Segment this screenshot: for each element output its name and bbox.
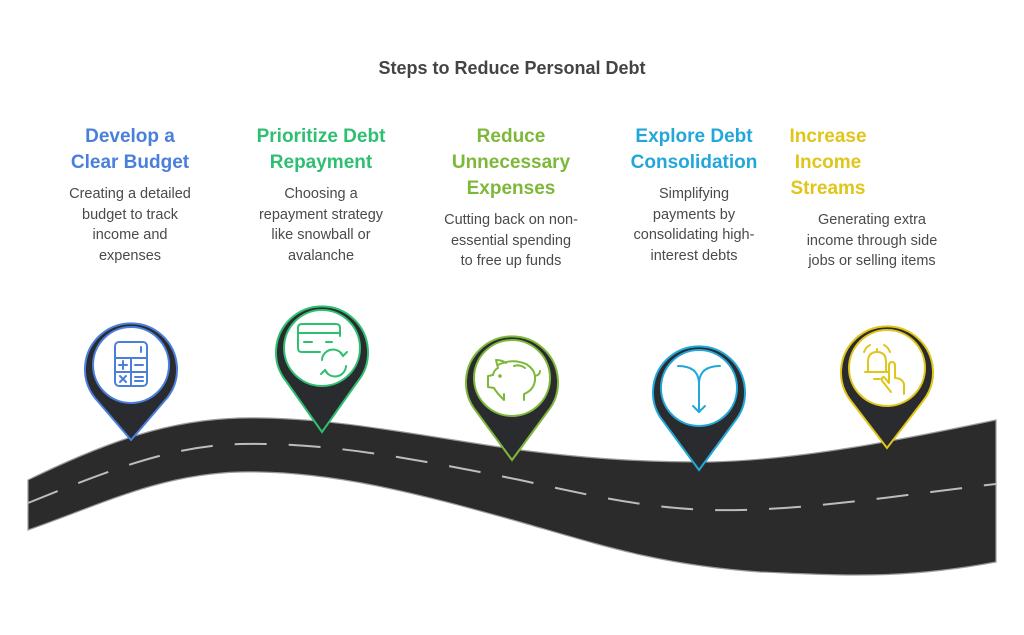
description-line: Simplifying	[658, 186, 730, 202]
step-reduce-expenses: Reduce Unnecessary Expenses Cutting back…	[421, 124, 601, 272]
pin-reduce-expenses	[465, 335, 559, 462]
description-line: jobs or selling items	[808, 253, 936, 269]
road	[27, 417, 997, 576]
description-line: expenses	[98, 247, 162, 264]
step-heading: Reduce Unnecessary Expenses	[421, 124, 601, 202]
heading-line: Reduce	[476, 126, 546, 147]
heading-line: Increase	[789, 126, 867, 147]
step-description: Cutting back on non- essential spending …	[421, 210, 601, 272]
description-line: repayment strategy	[258, 206, 384, 223]
step-develop-budget: Develop a Clear Budget Creating a detail…	[40, 124, 220, 266]
bell-tap-icon	[863, 344, 905, 395]
step-description: Choosing a repayment strategy like snowb…	[231, 184, 411, 266]
step-heading: Increase Income Streams	[768, 124, 888, 202]
heading-line: Income	[794, 152, 862, 173]
description-line: Cutting back on non-	[444, 212, 578, 228]
description-line: Generating extra	[817, 212, 926, 228]
step-heading: Explore Debt Consolidation	[604, 124, 784, 176]
step-description: Simplifying payments by consolidating hi…	[604, 184, 784, 266]
heading-line: Explore Debt	[635, 126, 753, 147]
description-line: budget to track	[82, 206, 178, 223]
pin-explore-consolidation	[652, 345, 746, 472]
step-description: Creating a detailed budget to track inco…	[40, 184, 220, 266]
merge-arrow-icon	[677, 365, 721, 413]
heading-line: Streams	[790, 178, 866, 199]
heading-line: Consolidation	[630, 152, 758, 173]
description-line: to free up funds	[460, 253, 562, 269]
heading-line: Develop a	[85, 126, 175, 147]
description-line: income through side	[806, 232, 938, 249]
description-line: interest debts	[650, 247, 738, 264]
description-line: essential spending	[450, 232, 572, 249]
heading-line: Prioritize Debt	[256, 126, 386, 147]
step-heading: Develop a Clear Budget	[40, 124, 220, 176]
heading-line: Unnecessary	[451, 152, 571, 173]
description-line: consolidating high-	[633, 227, 755, 243]
step-description: Generating extra income through side job…	[796, 210, 948, 272]
pin-prioritize-repayment	[275, 305, 369, 434]
heading-line: Clear Budget	[70, 152, 190, 173]
description-line: payments by	[652, 206, 736, 223]
description-line: income and	[92, 227, 168, 243]
piggy-bank-icon	[487, 359, 541, 401]
step-explore-consolidation: Explore Debt Consolidation Simplifying p…	[604, 124, 784, 266]
pin-increase-income	[840, 325, 934, 450]
credit-card-refresh-icon	[297, 323, 348, 378]
step-increase-income: Increase Income Streams Generating extra…	[768, 124, 948, 272]
road-center-line	[27, 442, 997, 512]
step-heading: Prioritize Debt Repayment	[231, 124, 411, 176]
description-line: avalanche	[287, 247, 355, 264]
step-prioritize-repayment: Prioritize Debt Repayment Choosing a rep…	[231, 124, 411, 266]
description-line: like snowball or	[271, 227, 371, 243]
pin-develop-budget	[84, 322, 178, 442]
description-line: Creating a detailed	[69, 186, 191, 202]
description-line: Choosing a	[284, 186, 358, 202]
diagram-title: Steps to Reduce Personal Debt	[378, 58, 646, 78]
heading-line: Expenses	[466, 178, 556, 199]
heading-line: Repayment	[269, 152, 373, 173]
calculator-icon	[114, 341, 148, 387]
